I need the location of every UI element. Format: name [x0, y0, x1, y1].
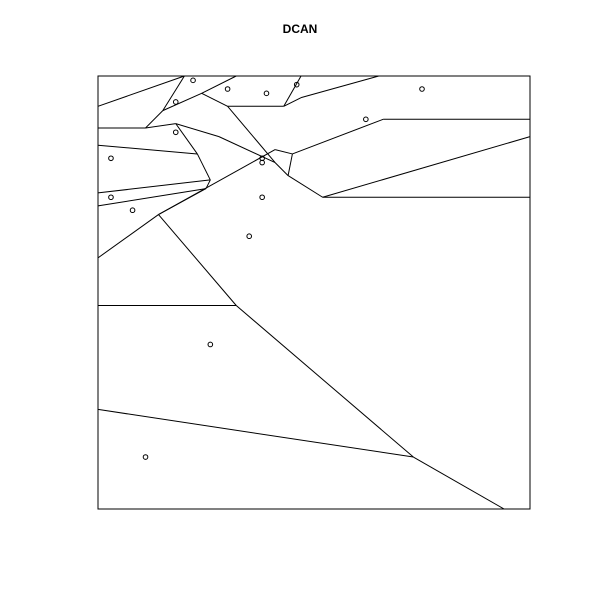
data-point [190, 77, 196, 84]
data-point [246, 233, 252, 240]
data-point [108, 155, 114, 162]
data-point [172, 129, 179, 136]
data-point [259, 194, 265, 201]
cell-edge [413, 456, 505, 510]
cell-edge [287, 153, 293, 176]
cell-edge [162, 75, 185, 111]
cell-edge [175, 123, 198, 155]
data-point [419, 86, 425, 92]
cell-edge [283, 97, 302, 107]
cell-edge [322, 136, 531, 198]
data-point [293, 81, 300, 88]
cell-edge [235, 305, 414, 458]
cell-edge [97, 214, 159, 259]
cell-edge [283, 75, 302, 107]
data-points [108, 77, 425, 460]
cell-edge [287, 175, 323, 198]
cell-edge [274, 149, 293, 155]
cell-edge [227, 105, 276, 163]
cell-edge [274, 162, 289, 176]
cell-edge [158, 214, 237, 306]
cell-edge [97, 179, 211, 194]
cell-edge [201, 92, 228, 107]
cell-edge [97, 188, 207, 207]
cell-edge [300, 75, 379, 99]
cell-edge [158, 149, 276, 215]
cell-edge [218, 136, 276, 164]
cell-edge [97, 75, 185, 107]
cell-edge [162, 92, 202, 112]
cell-edge [97, 144, 198, 155]
cell-edge [292, 118, 384, 155]
data-point [108, 194, 114, 201]
cell-edge [145, 110, 164, 129]
data-point [263, 90, 270, 97]
cell-edge [145, 123, 176, 129]
data-point [363, 116, 369, 123]
data-point [259, 159, 265, 166]
cell-edges [97, 75, 531, 510]
cell-edge [97, 408, 414, 458]
cell-edge [175, 123, 220, 138]
cell-edge [196, 153, 211, 181]
data-point [142, 454, 149, 460]
data-point [172, 99, 179, 105]
plot-title: DCAN [282, 22, 318, 36]
cell-edge [201, 75, 237, 94]
data-point [207, 341, 214, 348]
data-point [224, 86, 231, 92]
plot-frame [97, 75, 531, 510]
data-point [129, 207, 136, 214]
